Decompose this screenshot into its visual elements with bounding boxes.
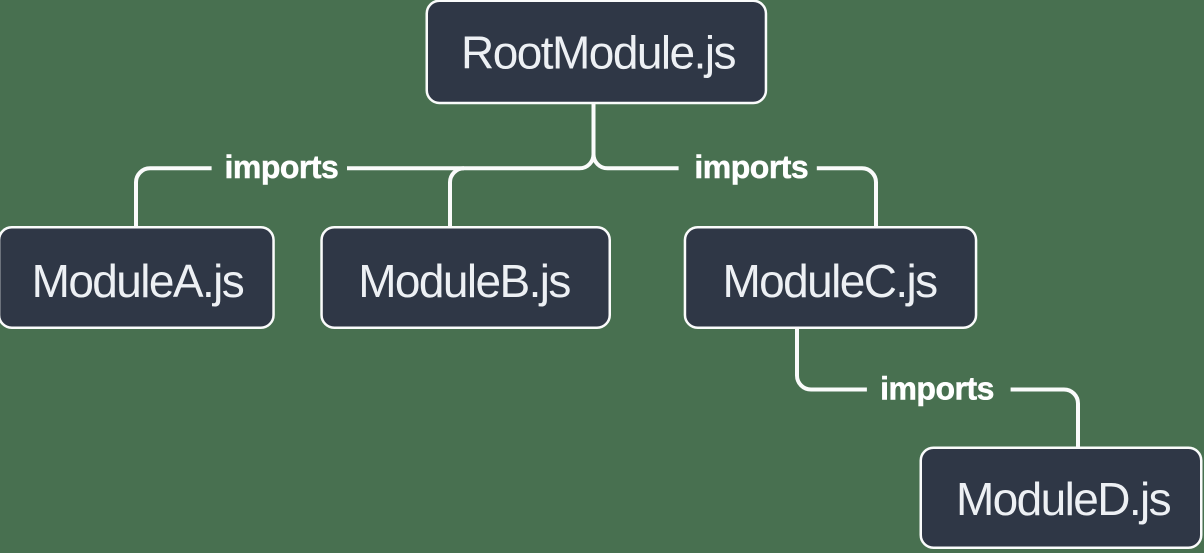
svg-text:ModuleD.js: ModuleD.js [956, 473, 1171, 525]
svg-text:imports: imports [224, 149, 338, 185]
svg-text:ModuleC.js: ModuleC.js [722, 255, 937, 307]
svg-text:RootModule.js: RootModule.js [461, 27, 735, 79]
svg-text:ModuleA.js: ModuleA.js [32, 255, 244, 307]
svg-text:imports: imports [694, 149, 808, 185]
svg-text:ModuleB.js: ModuleB.js [358, 255, 570, 307]
svg-text:imports: imports [880, 370, 994, 406]
